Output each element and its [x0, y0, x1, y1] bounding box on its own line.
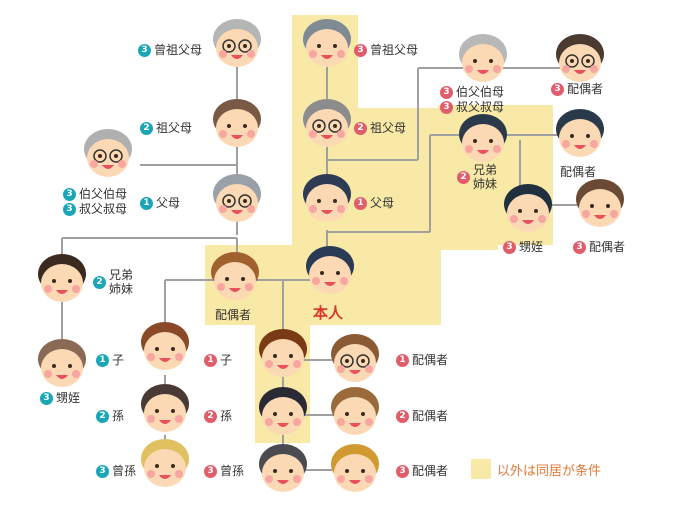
badge-degree: 3	[40, 391, 53, 405]
label-sibling-spouse: 配偶者	[560, 165, 597, 179]
legend: 以外は同居が条件	[471, 459, 601, 479]
face-father-right	[303, 174, 351, 222]
badge-degree: 2	[96, 409, 109, 423]
badge-degree: 2	[204, 409, 217, 423]
face-uncle-spouse-right	[556, 34, 604, 82]
face-mother-left	[213, 174, 261, 222]
badge-degree: 3	[440, 100, 453, 114]
legend-text: 以外は同居が条件	[497, 463, 602, 479]
badge-degree: 1	[396, 353, 409, 367]
label-nephew-left: 3 甥姪	[40, 391, 80, 405]
cohabitation-highlight	[205, 15, 553, 443]
badge-degree: 3	[204, 464, 217, 478]
label-grandchild-right: 2 孫	[204, 409, 232, 423]
badge-degree: 3	[138, 43, 151, 57]
badge-degree: 2	[140, 121, 153, 135]
label-self: 本人	[313, 304, 344, 322]
face-great-grandchild-left	[141, 439, 189, 487]
badge-degree: 3	[396, 464, 409, 478]
badge-degree: 3	[63, 202, 76, 216]
label-child-left: 1 子	[96, 353, 124, 367]
badge-degree: 3	[354, 43, 367, 57]
face-grandchild-spouse	[331, 387, 379, 435]
face-self	[306, 246, 354, 294]
face-sibling-spouse-right	[556, 109, 604, 157]
face-great-grandmother-left	[213, 19, 261, 67]
face-spouse	[211, 252, 259, 300]
face-nephew-spouse-right	[576, 179, 624, 227]
face-child-spouse	[331, 334, 379, 382]
label-great-grandparent-right: 3 曾祖父母	[354, 43, 418, 57]
label-great-grandchild-right: 3 曾孫	[204, 464, 244, 478]
badge-degree: 3	[551, 82, 564, 96]
face-great-grandchild-right	[259, 444, 307, 492]
face-child-right	[259, 329, 307, 377]
label-sibling-left: 2 兄弟 姉妹	[93, 268, 133, 296]
label-sibling-right: 2 兄弟 姉妹	[457, 163, 497, 191]
badge-degree: 3	[503, 240, 516, 254]
label-grandchild-left: 2 孫	[96, 409, 124, 423]
face-grandchild-left	[141, 384, 189, 432]
badge-degree: 3	[573, 240, 586, 254]
face-nephew-right	[504, 184, 552, 232]
faces	[38, 19, 624, 492]
badge-degree: 3	[440, 85, 453, 99]
label-uncle-spouse: 3 配偶者	[551, 82, 603, 96]
label-nephew-spouse: 3 配偶者	[573, 240, 625, 254]
face-sibling-left	[38, 254, 86, 302]
face-grandchild-right	[259, 387, 307, 435]
face-grandfather-right	[303, 99, 351, 147]
face-child-left	[141, 322, 189, 370]
label-great-grandparent-left: 3 曾祖父母	[138, 43, 202, 57]
label-spouse: 配偶者	[215, 308, 252, 322]
label-parent-left: 1 父母	[140, 196, 180, 210]
label-grandparent-right: 2 祖父母	[354, 121, 406, 135]
badge-degree: 3	[63, 187, 76, 201]
badge-degree: 2	[457, 170, 470, 184]
face-great-grandchild-spouse	[331, 444, 379, 492]
badge-degree: 1	[96, 353, 109, 367]
label-nephew-right: 3 甥姪	[503, 240, 543, 254]
label-child-spouse: 1 配偶者	[396, 353, 448, 367]
face-grandfather-left	[84, 129, 132, 177]
face-great-grandfather-right	[303, 19, 351, 67]
face-uncle-right	[459, 34, 507, 82]
badge-degree: 1	[354, 196, 367, 210]
badge-degree: 2	[354, 121, 367, 135]
label-child-right: 1 子	[204, 353, 232, 367]
badge-degree: 2	[93, 275, 106, 289]
legend-swatch	[471, 459, 491, 479]
face-nephew-left	[38, 339, 86, 387]
label-great-grandchild-spouse: 3 配偶者	[396, 464, 448, 478]
badge-degree: 1	[140, 196, 153, 210]
label-grandchild-spouse: 2 配偶者	[396, 409, 448, 423]
label-parent-right: 1 父母	[354, 196, 394, 210]
badge-degree: 3	[96, 464, 109, 478]
badge-degree: 1	[204, 353, 217, 367]
face-grandmother-left	[213, 99, 261, 147]
label-great-grandchild-left: 3 曾孫	[96, 464, 136, 478]
badge-degree: 2	[396, 409, 409, 423]
label-grandparent-left: 2 祖父母	[140, 121, 192, 135]
face-sibling-right	[459, 114, 507, 162]
